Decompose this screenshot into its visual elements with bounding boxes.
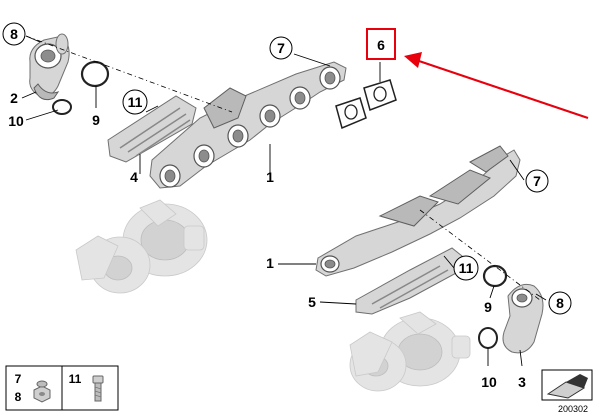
callout-7-right: 7 [525, 169, 549, 193]
gasket-ring-9-lower [482, 264, 508, 288]
elbow-pipe-lower [502, 283, 544, 354]
svg-text:7: 7 [15, 372, 22, 386]
exhaust-manifold-lower [315, 145, 521, 277]
svg-text:8: 8 [15, 390, 22, 404]
callout-4: 4 [130, 169, 138, 185]
view-orientation-icon [541, 369, 593, 401]
svg-text:8: 8 [10, 26, 18, 42]
svg-text:5: 5 [308, 294, 316, 310]
elbow-pipe-upper [29, 33, 70, 101]
svg-text:7: 7 [533, 173, 541, 189]
callout-6-highlighted: 6 [366, 28, 396, 60]
bolt-icon [92, 375, 104, 402]
callout-2: 2 [10, 90, 18, 106]
svg-text:11: 11 [69, 372, 82, 386]
legend-box: 7 8 11 [5, 365, 119, 411]
callout-10-bottom: 10 [481, 374, 497, 390]
turbocharger-ghost-upper [75, 199, 208, 294]
svg-text:7: 7 [277, 40, 285, 56]
callout-8-top: 8 [2, 22, 26, 46]
svg-text:11: 11 [459, 260, 474, 276]
callout-8-right: 8 [548, 291, 572, 315]
diagram-number: 200302 [558, 404, 588, 414]
highlight-arrow [404, 52, 589, 120]
svg-text:2: 2 [10, 90, 18, 106]
svg-text:3: 3 [518, 374, 526, 390]
callout-9-top: 9 [92, 112, 100, 128]
heat-shield-upper [107, 95, 197, 163]
gasket-part-6 [335, 79, 397, 130]
gasket-ring-10-lower [478, 327, 498, 349]
callout-1-top: 1 [266, 169, 274, 185]
nut-icon [33, 380, 51, 403]
callout-3: 3 [518, 374, 526, 390]
callout-9-mid: 9 [484, 299, 492, 315]
svg-text:8: 8 [556, 295, 564, 311]
callout-11-top: 11 [122, 89, 148, 115]
svg-text:1: 1 [266, 255, 274, 271]
callout-5: 5 [308, 294, 316, 310]
gasket-ring-10-upper [52, 99, 72, 115]
exhaust-manifold-upper [149, 61, 347, 189]
callout-11-mid: 11 [453, 255, 479, 281]
svg-text:10: 10 [8, 113, 24, 129]
svg-text:9: 9 [484, 299, 492, 315]
svg-text:4: 4 [130, 169, 138, 185]
callout-1-mid: 1 [266, 255, 274, 271]
svg-text:1: 1 [266, 169, 274, 185]
svg-text:10: 10 [481, 374, 497, 390]
svg-text:6: 6 [377, 37, 385, 53]
callout-7-top: 7 [269, 36, 293, 60]
callout-10-top: 10 [8, 113, 24, 129]
gasket-ring-9-upper [80, 60, 110, 88]
svg-text:9: 9 [92, 112, 100, 128]
svg-text:11: 11 [128, 94, 143, 110]
turbocharger-ghost-lower [349, 311, 471, 392]
leader-lines [21, 35, 547, 367]
